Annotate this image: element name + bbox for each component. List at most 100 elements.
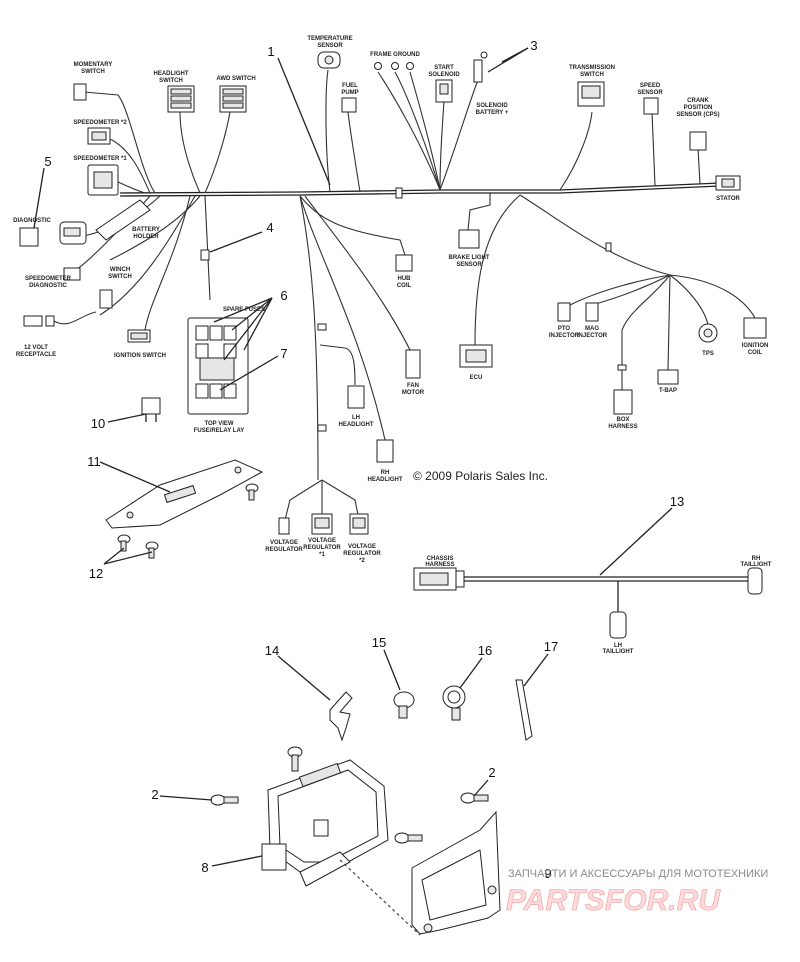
taillight-harness: CHASSIS HARNESS RH TAILLIGHT LH TAILLIGH… [413,556,772,655]
pto-injector-connector: PTO INJECTOR [549,302,580,339]
screw [210,794,239,806]
headlight-switch-connector: HEADLIGHT SWITCH [154,71,195,113]
svg-text:CHASSIS: CHASSIS [427,556,454,562]
fuse-box-housing [261,759,389,887]
svg-text:HARNESS: HARNESS [425,562,454,568]
svg-text:INJECTOR: INJECTOR [577,333,608,339]
callout-8: 8 [201,860,208,875]
svg-text:BOX: BOX [616,417,629,423]
speedometer-1-connector: SPEEDOMETER *1 [73,156,127,196]
svg-text:VOLTAGE: VOLTAGE [348,544,376,550]
svg-text:WINCH: WINCH [110,267,130,273]
crank-position-sensor-connector: CRANK POSITION SENSOR (CPS) [676,98,720,151]
svg-text:PUMP: PUMP [341,90,358,96]
svg-text:AWD SWITCH: AWD SWITCH [216,76,255,82]
svg-text:DIAGNOSTIC: DIAGNOSTIC [29,283,67,289]
watermark-logo: PARTSFOR.RU [506,884,721,917]
callout-numbers: 1 3 5 4 6 7 10 11 12 13 14 15 16 17 2 2 … [44,38,684,881]
svg-text:VOLTAGE: VOLTAGE [308,538,336,544]
voltage-regulator-2-connector: VOLTAGE REGULATOR *2 [343,513,381,564]
svg-text:T-BAP: T-BAP [659,388,677,394]
voltage-regulator-1-connector: VOLTAGE REGULATOR *1 [303,513,341,558]
diagnostic-connector: DIAGNOSTIC [13,218,87,247]
hub-coil-connector: HUB COIL [395,254,413,289]
svg-text:INJECTOR: INJECTOR [549,333,580,339]
harness-tag [605,242,612,252]
callout-16: 16 [478,643,492,658]
harness-tag [617,364,627,371]
svg-text:BRAKE LIGHT: BRAKE LIGHT [449,255,490,261]
mag-injector-connector: MAG INJECTOR [577,302,608,339]
watermark-tagline: ЗАПЧАСТИ И АКСЕССУАРЫ ДЛЯ МОТОТЕХНИКИ [508,868,768,880]
box-harness-connector: BOX HARNESS [608,389,638,430]
callout-13: 13 [670,494,684,509]
main-wire-harness [75,69,756,521]
push-clip-14 [329,691,353,742]
svg-text:HUB: HUB [398,276,412,282]
svg-text:SWITCH: SWITCH [81,69,105,75]
svg-text:HARNESS: HARNESS [608,424,637,430]
svg-text:BATTERY +: BATTERY + [476,110,509,116]
screw [145,541,159,559]
svg-text:TAILLIGHT: TAILLIGHT [741,562,772,568]
ignition-coil-connector: IGNITION COIL [742,317,768,356]
screw [245,483,259,501]
callout-2: 2 [488,765,495,780]
fuse-relay-box: SPARE FUSES TOP VIEW FUSE/RELAY LAY [187,307,265,434]
clamp-16 [442,685,466,721]
svg-text:LH: LH [614,643,622,649]
svg-text:*2: *2 [359,558,365,564]
svg-text:REGULATOR: REGULATOR [343,551,381,557]
svg-text:STATOR: STATOR [716,196,740,202]
screw [117,534,131,552]
svg-text:MAG: MAG [585,326,599,332]
svg-text:COIL: COIL [397,283,412,289]
start-solenoid-connector: START SOLENOID [428,65,460,103]
svg-text:BATTERY: BATTERY [132,227,160,233]
svg-text:SPEEDOMETER *1: SPEEDOMETER *1 [73,156,127,162]
svg-text:FUSE/RELAY LAY: FUSE/RELAY LAY [194,428,244,434]
svg-text:SOLENOID: SOLENOID [428,72,460,78]
svg-text:FUEL: FUEL [342,83,358,89]
svg-text:TEMPERATURE: TEMPERATURE [307,36,352,42]
12-volt-receptacle: 12 VOLT RECEPTACLE [16,311,97,358]
callout-5: 5 [44,154,51,169]
svg-text:VOLTAGE: VOLTAGE [270,540,298,546]
callout-11: 11 [87,454,101,469]
copyright-notice: © 2009 Polaris Sales Inc. [413,469,548,483]
mounting-bracket [105,459,264,529]
svg-text:DIAGNOSTIC: DIAGNOSTIC [13,218,51,224]
svg-text:12 VOLT: 12 VOLT [24,345,48,351]
svg-text:HEADLIGHT: HEADLIGHT [154,71,189,77]
svg-text:SENSOR: SENSOR [637,90,663,96]
watermark: ЗАПЧАСТИ И АКСЕССУАРЫ ДЛЯ МОТОТЕХНИКИ PA… [506,868,769,917]
fuel-pump-connector: FUEL PUMP [341,83,359,113]
callout-4: 4 [266,220,273,235]
svg-text:COIL: COIL [748,350,763,356]
svg-text:SENSOR (CPS): SENSOR (CPS) [676,112,719,118]
svg-text:RH: RH [752,556,761,562]
svg-text:TOP VIEW: TOP VIEW [204,421,233,427]
svg-text:RECEPTACLE: RECEPTACLE [16,352,56,358]
callout-17: 17 [544,639,558,654]
svg-text:MOMENTARY: MOMENTARY [74,62,113,68]
svg-text:LH: LH [352,415,360,421]
ecu-connector: ECU [459,344,493,381]
svg-text:FAN: FAN [407,383,419,389]
battery-holder: BATTERY HOLDER [95,199,160,241]
clip-15 [393,691,415,719]
callout-10: 10 [91,416,105,431]
svg-text:HOLDER: HOLDER [133,234,159,240]
svg-text:SENSOR: SENSOR [456,262,482,268]
svg-text:CRANK: CRANK [687,98,709,104]
svg-text:HEADLIGHT: HEADLIGHT [368,477,403,483]
winch-switch-connector: WINCH SWITCH [99,267,132,309]
svg-text:START: START [434,65,454,71]
tps-connector: TPS [698,323,718,357]
transmission-switch-connector: TRANSMISSION SWITCH [569,65,615,107]
speedometer-diagnostic-connector: SPEEDOMETER DIAGNOSTIC [25,267,81,289]
temperature-sensor-connector: TEMPERATURE SENSOR [307,36,353,69]
svg-text:POSITION: POSITION [684,105,713,111]
solenoid-battery-terminal: SOLENOID BATTERY + [473,51,509,116]
harness-tag [200,249,210,261]
